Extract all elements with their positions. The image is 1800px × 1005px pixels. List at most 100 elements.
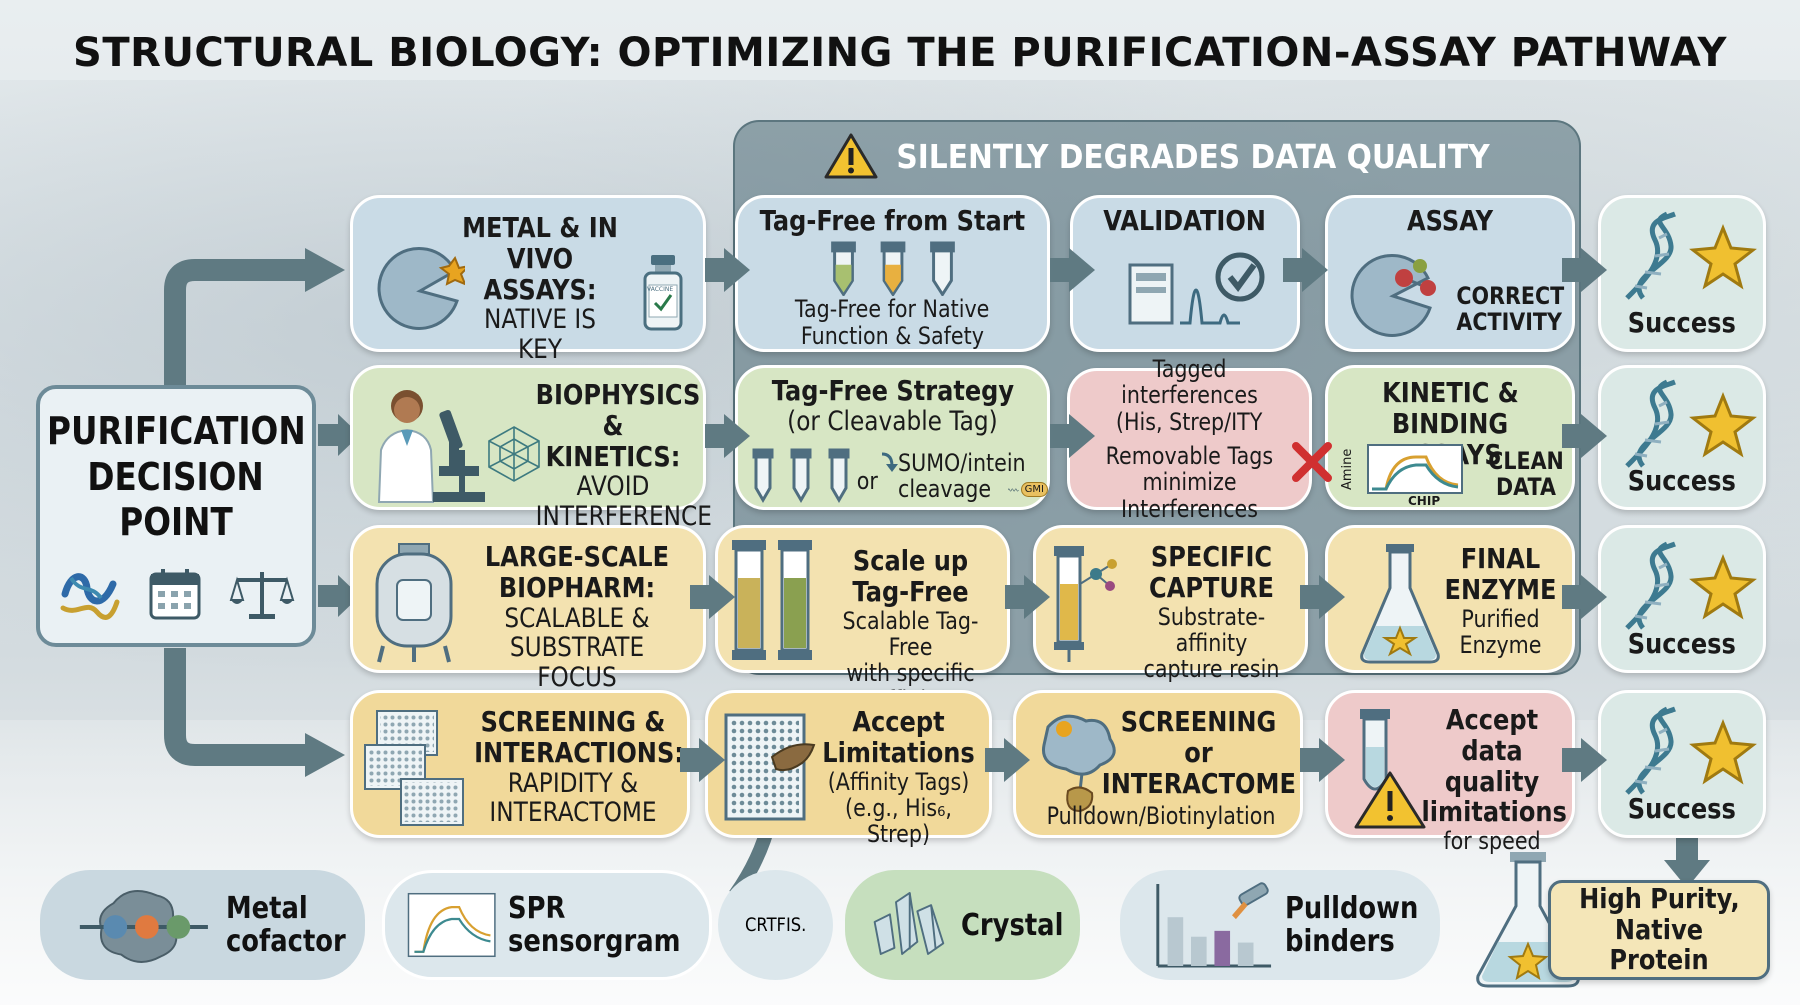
row1-category-l1: METAL & IN VIVO: [462, 211, 618, 275]
row3-assay-heading1: FINAL: [1460, 542, 1541, 575]
row1-assay-card: ASSAY CORRECT ACTIVITY: [1325, 195, 1575, 352]
sensorgram-chart-icon: [407, 892, 496, 958]
legend-spr-sensorgram: SPR sensorgram: [382, 870, 712, 980]
legend-pulldown-l2: binders: [1284, 924, 1395, 959]
row1-success-card: Success: [1598, 195, 1766, 352]
crystal-icon: [873, 892, 945, 955]
cleavable-tubes-icon: [752, 448, 850, 503]
scales-icon: [229, 571, 295, 619]
row3-check-heading2: CAPTURE: [1149, 570, 1274, 604]
row3-check-sub2: capture resin: [1143, 655, 1280, 684]
row2-assay-chip-label: CHIP: [1408, 494, 1441, 508]
row4-success-label: Success: [1627, 792, 1737, 826]
row4-strategy-sub1: (Affinity Tags): [827, 767, 970, 796]
row3-category-l1: LARGE-SCALE: [484, 540, 670, 573]
row3-success-label: Success: [1627, 627, 1737, 661]
legend-metal-l2: cofactor: [225, 924, 346, 959]
chromatography-columns-icon: [732, 540, 812, 660]
row1-category-l2: ASSAYS:: [483, 272, 597, 306]
protein-structure-icon: [60, 573, 120, 620]
tag-badge: GMI: [1020, 482, 1048, 498]
final-line2: Native Protein: [1609, 912, 1709, 977]
row4-check-heading3: INTERACTOME: [1101, 766, 1296, 800]
row4-success-card: Success: [1598, 690, 1766, 838]
enzyme-substrate-icon: [1350, 254, 1436, 337]
row3-success-card: Success: [1598, 525, 1766, 673]
row4-category-l2: INTERACTIONS:: [474, 735, 684, 769]
row4-screening-card: SCREENING or INTERACTOME Pulldown/Biotin…: [1013, 690, 1303, 838]
row2-assay-sub2: DATA: [1496, 473, 1556, 502]
blocked-x-icon: [1292, 442, 1332, 482]
row2-check-sub4: minimize Interferences: [1120, 468, 1259, 523]
final-result-card: High Purity, Native Protein: [1548, 880, 1770, 980]
row3-category-l2: BIOPHARM:: [498, 570, 656, 604]
row4-strategy-heading1: Accept: [852, 705, 945, 738]
vaccine-vial-icon: [643, 255, 683, 331]
enzyme-pacman-icon: [377, 247, 465, 330]
scientist-microscope-icon: [377, 390, 485, 503]
bioreactor-icon: [375, 543, 453, 663]
row2-interference-card: Tagged interferences (His, Strep/ITY Rem…: [1067, 356, 1312, 522]
row2-assay-heading1: KINETIC &: [1381, 376, 1519, 409]
row4-strategy-heading2: Limitations: [822, 735, 975, 769]
row1-assay-sub1: CORRECT: [1456, 282, 1565, 310]
decision-title-line1: PURIFICATION: [46, 409, 306, 453]
calendar-icon: [149, 568, 201, 620]
interactome-protein-icon: [1041, 714, 1116, 813]
row3-assay-card: FINAL ENZYME Purified Enzyme: [1325, 525, 1575, 673]
row2-assay-card: KINETIC & BINDING ASSAYS Amine CHIP CLEA…: [1325, 365, 1575, 510]
row2-strategy-heading2: (or Cleavable Tag): [787, 405, 998, 437]
legend-pulldown-l1: Pulldown: [1284, 891, 1419, 926]
row4-category-card: SCREENING & INTERACTIONS: RAPIDITY & INT…: [350, 690, 690, 838]
row4-category-l4: INTERACTOME: [489, 797, 657, 829]
row4-check-heading2: or: [1184, 735, 1213, 769]
row2-strategy-sub2: cleavage: [898, 475, 992, 504]
metal-cofactor-icon: [79, 890, 208, 963]
row2-strategy-card: Tag-Free Strategy (or Cleavable Tag) or …: [735, 365, 1050, 510]
row3-assay-sub2: Enzyme: [1459, 630, 1542, 659]
row3-strategy-heading1: Scale up: [852, 544, 969, 577]
row1-assay-heading: ASSAY: [1406, 204, 1493, 237]
dna-star-icon: [1625, 379, 1757, 468]
protein-tag-wave-icon: [1008, 488, 1019, 492]
affinity-column-icon: [1054, 546, 1117, 662]
tube-warning-icon: [1354, 709, 1426, 829]
row4-check-heading1: SCREENING: [1120, 705, 1277, 738]
enzyme-flask-icon: [1360, 544, 1440, 664]
row2-category-card: BIOPHYSICS & KINETICS: AVOID INTERFERENC…: [350, 365, 712, 531]
row3-category-l3: SCALABLE &: [504, 602, 650, 634]
row2-strategy-or: or: [856, 467, 878, 495]
warning-header: SILENTLY DEGRADES DATA QUALITY: [733, 128, 1581, 184]
row1-category-l4: KEY: [517, 334, 563, 366]
binding-curve-icon: [1367, 444, 1463, 494]
dna-star-icon: [1625, 541, 1757, 630]
decision-point-card: PURIFICATION DECISION POINT: [36, 385, 316, 647]
tag-free-tubes-icon: [830, 241, 955, 297]
decision-title-line3: POINT: [119, 500, 233, 545]
row1-assay-sub2: ACTIVITY: [1456, 308, 1562, 337]
row4-assay-heading1: Accept data: [1445, 703, 1539, 767]
row4-category-l1: SCREENING &: [480, 705, 666, 738]
row4-assay-heading2: quality: [1444, 764, 1540, 798]
row2-category-l2: KINETICS:: [545, 439, 681, 473]
row1-success-label: Success: [1627, 306, 1737, 340]
row4-check-sub1: Pulldown/Biotinylation: [1046, 802, 1276, 830]
cleavage-arrow-icon: [881, 452, 898, 472]
row4-limitations-card: Accept data quality limitations for spee…: [1325, 690, 1575, 855]
legend-crystal: Crystal: [845, 870, 1080, 980]
row2-success-label: Success: [1627, 464, 1737, 498]
legend-crtfis-label: CRTFIS.: [744, 914, 807, 936]
page-title: STRUCTURAL BIOLOGY: OPTIMIZING THE PURIF…: [73, 30, 1727, 76]
row4-strategy-card: Accept Limitations (Affinity Tags) (e.g.…: [705, 690, 992, 848]
decision-title-line2: DECISION: [87, 454, 265, 499]
legend-metal-l1: Metal: [225, 891, 308, 926]
row3-category-l4: SUBSTRATE FOCUS: [509, 632, 645, 693]
row1-strategy-heading: Tag-Free from Start: [759, 204, 1026, 237]
row3-capture-card: SPECIFIC CAPTURE Substrate-affinity capt…: [1033, 525, 1308, 683]
row3-assay-sub1: Purified: [1461, 604, 1540, 633]
row4-strategy-sub2: (e.g., His₆, Strep): [845, 793, 952, 849]
row2-check-sub3: Removable Tags: [1105, 442, 1274, 470]
legend-spr-l1: SPR: [508, 891, 566, 926]
pulldown-chart-icon: [1156, 882, 1272, 968]
